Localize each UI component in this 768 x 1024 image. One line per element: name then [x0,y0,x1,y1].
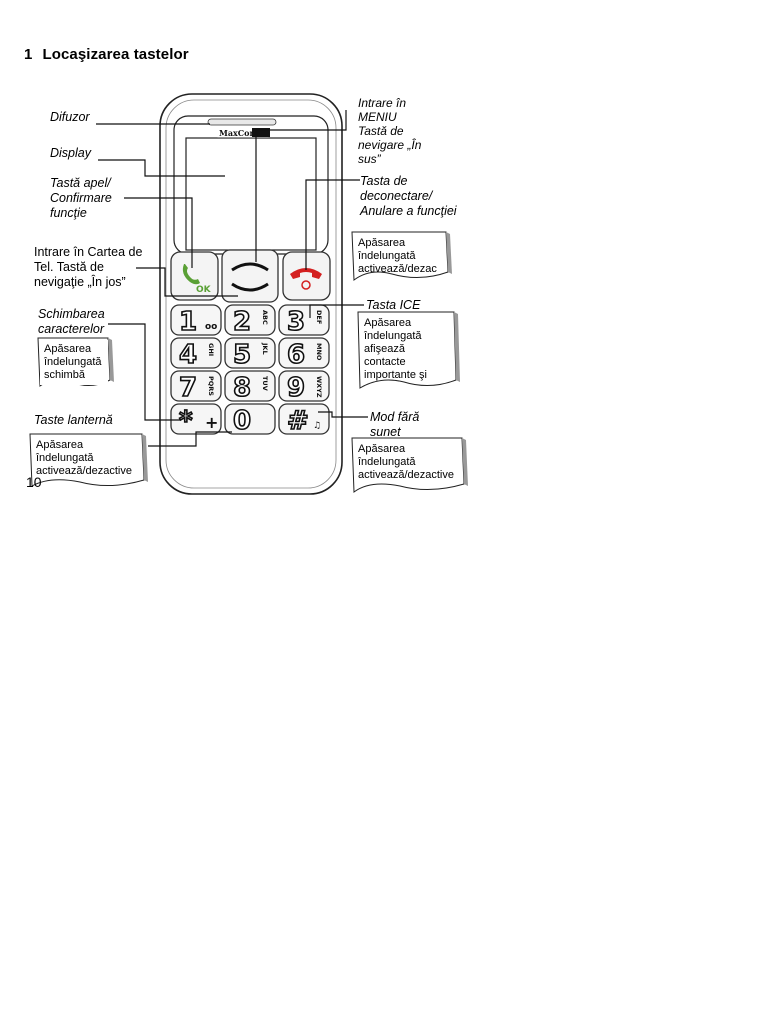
key-digit: 4 [179,340,197,370]
note-fara-sunet: Apăsarea îndelungată activează/dezactive [358,443,454,481]
key-digit: * [179,406,193,436]
key-letters: DEF [315,310,323,324]
brand-logo: MaxCom [217,127,270,138]
note-deconectare: Apăsarea îndelungată activează/dezac [358,237,437,275]
label-display: Display [50,146,91,160]
key-digit: 6 [287,340,305,370]
label-cartea-tel: Intrare în Cartea de Tel. Tastă de nevig… [34,245,143,289]
key-digit: 1 [179,307,197,337]
label-lanterna: Taste lanternă [34,413,113,427]
key-digit: # [287,406,309,436]
key-letters: GHI [207,343,215,356]
page-number: 10 [26,474,42,490]
key-1[interactable]: 1 oo [170,304,222,338]
key-digit: 0 [233,406,251,436]
key-6[interactable]: 6 MNO [278,337,330,371]
label-schimbarea: Schimbarea caracterelor [38,307,105,336]
note-ice: Apăsarea îndelungată afişează contacte i… [364,317,427,381]
key-letters: oo [205,322,217,332]
key-letters: JKL [261,342,269,355]
section-number: 1 [24,46,33,63]
key-hash[interactable]: #♫ [278,403,330,437]
phone-red-icon [290,268,322,279]
key-digit: 9 [287,373,305,403]
arrow-down-icon [231,282,269,292]
label-fara-sunet: Mod fără sunet [370,410,420,439]
phone-body [159,93,343,495]
key-digit: 8 [233,373,251,403]
key-5[interactable]: 5 JKL [224,337,276,371]
key-digit: 3 [287,307,305,337]
navigation-button[interactable] [221,249,279,303]
note-frames [29,231,468,493]
key-letters: TUV [261,376,269,391]
section-heading: 1 Locaşizarea tastelor [24,46,189,63]
brand-text: MaxCom [219,128,259,138]
call-button[interactable]: OK [170,251,219,301]
key-letters: ♫ [313,421,321,431]
key-4[interactable]: 4 GHI [170,337,222,371]
key-star[interactable]: *+ [170,403,222,437]
label-tasta-apel: Tastă apel/ Confirmare funcţie [50,176,112,220]
label-meniu: Intrare în MENIU Tastă de nevigare „În s… [358,96,422,166]
key-8[interactable]: 8 TUV [224,370,276,404]
key-7[interactable]: 7 PQRS [170,370,222,404]
label-deconectare: Tasta de deconectare/ Anulare a funcţiei [360,174,457,218]
label-ice: Tasta ICE [366,298,421,312]
key-3[interactable]: 3 DEF [278,304,330,338]
key-letters: WXYZ [315,376,323,398]
ok-text: OK [196,285,212,295]
key-letters: PQRS [207,376,215,396]
note-schimba: Apăsarea îndelungată schimbă [40,340,108,385]
key-digit: 5 [233,340,251,370]
note-lanterna: Apăsarea îndelungată activează/dezactive [36,439,132,477]
power-icon [301,280,311,290]
section-title: Locaşizarea tastelor [42,46,189,63]
key-digit: 7 [179,373,197,403]
key-digit: 2 [233,307,251,337]
label-difuzor: Difuzor [50,110,90,124]
arrow-up-icon [231,262,269,272]
key-letters: + [205,413,218,432]
phone-green-icon [182,264,200,285]
leader-lines [96,110,368,447]
key-letters: ABC [261,310,269,325]
end-call-button[interactable] [282,251,331,301]
speaker-grille [207,118,277,126]
key-letters: MNO [315,343,323,361]
key-2[interactable]: 2 ABC [224,304,276,338]
key-9[interactable]: 9 WXYZ [278,370,330,404]
key-0[interactable]: 0 [224,403,276,437]
